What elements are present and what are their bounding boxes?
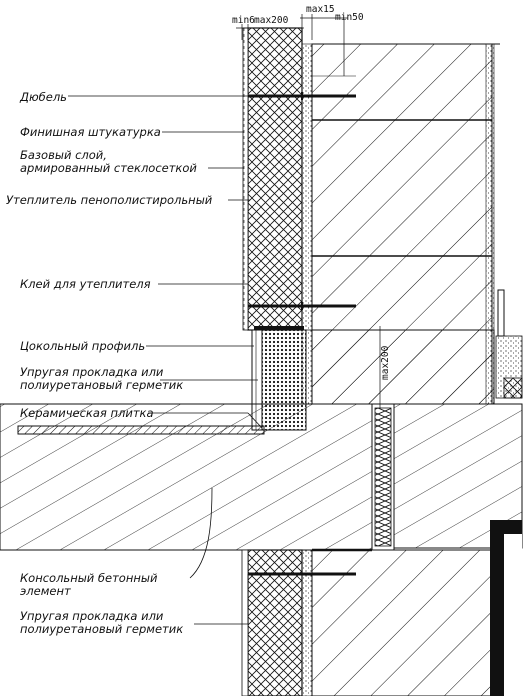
ceramic-tile-strip: [17, 425, 265, 435]
label-adhesive: Клей для утеплителя: [20, 277, 151, 291]
dim-max15: max15: [306, 4, 335, 15]
label-console-line1: Консольный бетонный: [20, 571, 158, 585]
dim-min6: min6: [232, 15, 255, 26]
label-base-layer-line2: армированный стеклосеткой: [20, 161, 197, 175]
label-plinth-profile: Цокольный профиль: [20, 339, 145, 353]
dim-min50: min50: [335, 12, 364, 23]
dimension-lines: [236, 14, 386, 408]
leader-lines: [68, 95, 263, 625]
label-gasket-2-line2: полиуретановый герметик: [20, 622, 183, 636]
label-insulation: Утеплитель пенополистирольный: [6, 193, 213, 207]
window-sill-detail: [495, 289, 523, 399]
dowel-anchors: [248, 92, 356, 310]
lower-wall: [241, 548, 493, 696]
label-base-layer-line1: Базовый слой,: [20, 148, 107, 162]
console-element: [371, 403, 395, 551]
label-gasket-1-line1: Упругая прокладка или: [20, 365, 164, 379]
label-finish-plaster: Финишная штукатурка: [20, 125, 161, 139]
label-ceramic-tile: Керамическая плитка: [20, 406, 154, 420]
dim-max200-top: max200: [254, 15, 289, 26]
label-gasket-1-line2: полиуретановый герметик: [20, 378, 183, 392]
label-dowel: Дюбель: [19, 90, 67, 104]
label-console-line2: элемент: [20, 584, 71, 598]
label-gasket-2-line1: Упругая прокладка или: [20, 609, 164, 623]
middle-wall: [311, 329, 495, 405]
dim-max200-side: max200: [380, 345, 391, 380]
upper-insulation: [242, 27, 303, 331]
